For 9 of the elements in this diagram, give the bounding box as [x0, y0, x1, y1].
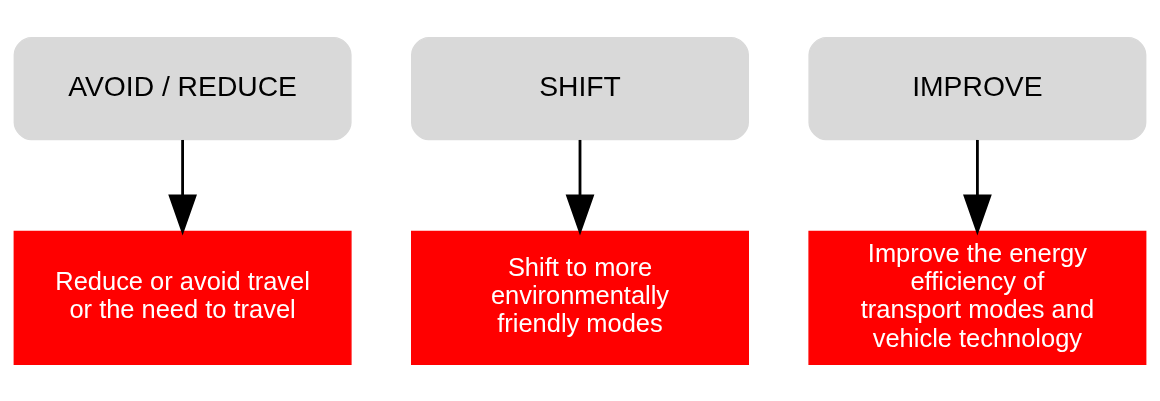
node-box: AVOID / REDUCE	[13, 36, 352, 140]
node-box: SHIFT	[411, 36, 749, 140]
node-box: Improve the energy efficiency of transport modes and vehicle technology	[808, 230, 1147, 365]
arrow	[168, 139, 197, 236]
node-box: IMPROVE	[808, 36, 1147, 140]
arrow	[963, 139, 992, 236]
node-box: Reduce or avoid travel or the need to travel	[13, 230, 352, 365]
arrow	[565, 139, 595, 236]
node-box: Shift to more environmentally friendly modes	[411, 230, 749, 365]
